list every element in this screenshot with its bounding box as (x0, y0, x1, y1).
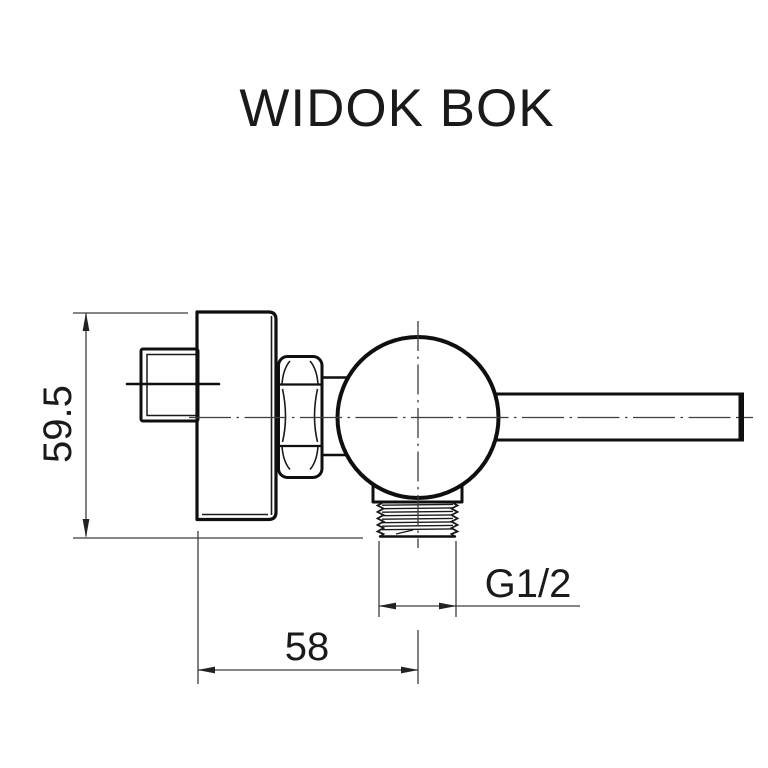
dimension-height: 59.5 (36, 312, 363, 539)
centerlines (189, 321, 753, 548)
dimension-width-label: 58 (285, 625, 330, 669)
dimension-thread: G1/2 (378, 541, 580, 617)
dimension-width: 58 (197, 531, 419, 684)
handle-lever (494, 392, 744, 442)
hex-nut (277, 355, 351, 479)
dimension-height-label: 59.5 (36, 385, 80, 463)
drawing-title: WIDOK BOK (239, 79, 554, 138)
dimension-thread-label: G1/2 (485, 562, 572, 606)
body-plate (195, 310, 278, 522)
inlet-fitting (125, 347, 221, 423)
